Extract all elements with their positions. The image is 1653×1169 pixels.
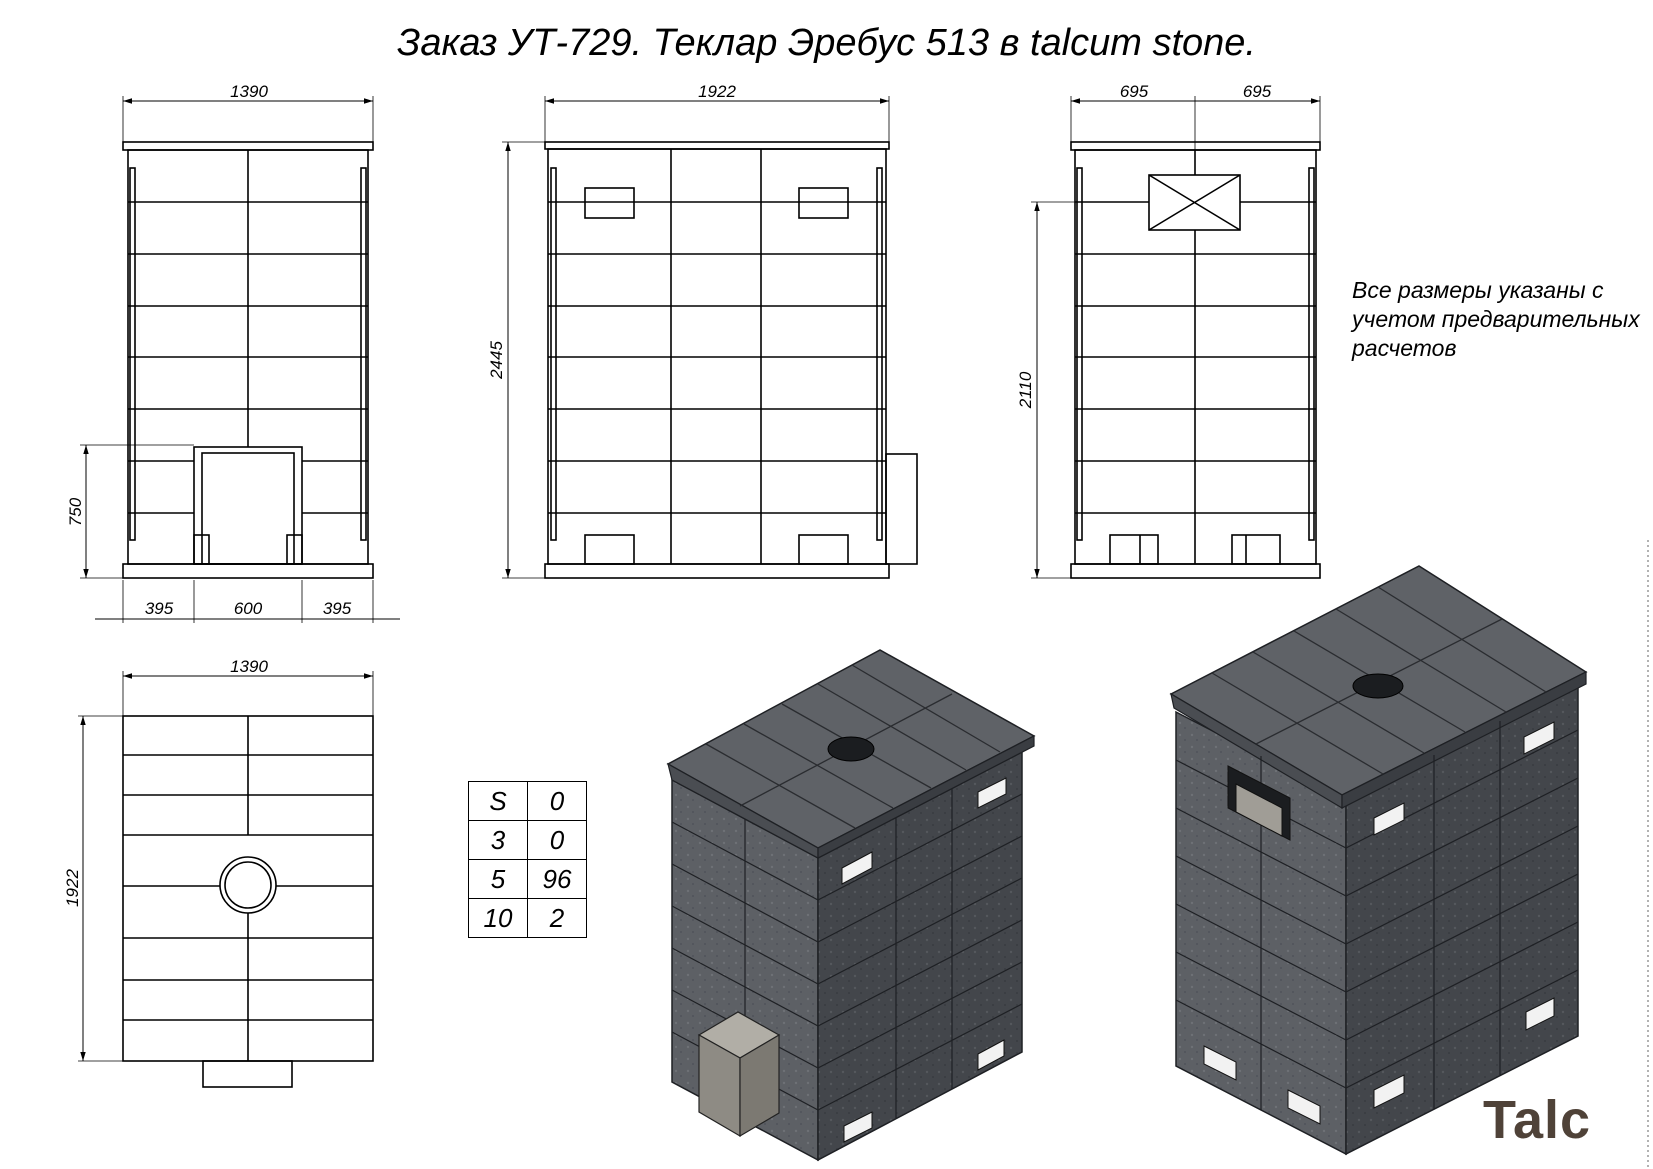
spec-cell: 3 <box>468 820 528 860</box>
front-left-label: 395 <box>145 599 174 618</box>
table-row: 3 0 <box>468 820 587 860</box>
top-dimensions: 1390 1922 <box>63 657 374 1062</box>
spec-cell: 0 <box>527 820 587 860</box>
front-view <box>122 141 374 579</box>
spec-cell: 2 <box>527 898 587 938</box>
front-right-label: 395 <box>323 599 352 618</box>
front-width-label: 1390 <box>230 82 268 101</box>
side-height-label: 2445 <box>487 341 506 380</box>
spec-cell: 96 <box>527 859 587 899</box>
page-title: Заказ УТ-729. Теклар Эребус 513 в talcum… <box>397 22 1256 64</box>
spec-cell: S <box>468 781 528 821</box>
front-door-width-label: 600 <box>234 599 263 618</box>
table-row: 5 96 <box>468 859 587 899</box>
spec-cell: 5 <box>468 859 528 899</box>
table-row: 10 2 <box>468 898 587 938</box>
dimensions-note: Все размеры указаны с учетом предварител… <box>1352 277 1640 361</box>
front-dimensions: 1390 750 395 600 395 <box>66 82 400 623</box>
brand-logo: Talc <box>1483 1090 1592 1150</box>
isometric-view-back <box>1169 565 1588 1156</box>
front-door-height-label: 750 <box>66 497 85 526</box>
top-view <box>122 715 374 1088</box>
back-dimensions: 695 695 2110 <box>1016 82 1321 579</box>
back-view <box>1070 141 1321 579</box>
side-width-label: 1922 <box>698 82 736 101</box>
back-half-right-label: 695 <box>1243 82 1272 101</box>
side-dimensions: 1922 2445 <box>487 82 890 579</box>
isometric-view-front <box>666 649 1036 1162</box>
top-width-label: 1390 <box>230 657 268 676</box>
spec-cell: 10 <box>468 898 528 938</box>
table-row: S 0 <box>468 781 587 821</box>
top-depth-label: 1922 <box>63 869 82 907</box>
back-height-label: 2110 <box>1016 371 1035 409</box>
side-view <box>544 141 918 579</box>
spec-table: S 0 3 0 5 96 10 2 <box>468 781 587 938</box>
spec-cell: 0 <box>527 781 587 821</box>
back-half-left-label: 695 <box>1120 82 1149 101</box>
